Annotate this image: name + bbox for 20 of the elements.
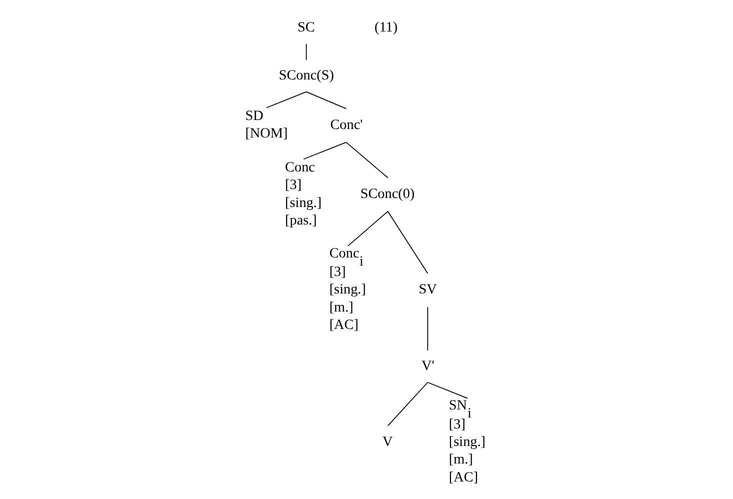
node-text: V' (420, 358, 434, 374)
connector (386, 382, 428, 426)
node-text: SConc(0) (360, 186, 414, 202)
connector (345, 142, 388, 178)
node-text: Conc' (330, 116, 362, 133)
connector (266, 91, 306, 108)
connector (426, 382, 468, 399)
connector (426, 306, 428, 351)
connector (305, 91, 346, 110)
node-text: Conc [3] [sing.] [pas.] (284, 159, 322, 229)
node-text: SD [NOM] (244, 108, 288, 142)
connector (347, 210, 388, 246)
connector (302, 142, 346, 160)
label: (11) (374, 19, 398, 36)
node-text: SV (418, 282, 436, 298)
connector (386, 210, 428, 274)
connector (305, 44, 306, 60)
node-text: SConc(S) (278, 67, 334, 84)
node-text: SC (296, 19, 314, 36)
node-text: V (382, 434, 392, 450)
